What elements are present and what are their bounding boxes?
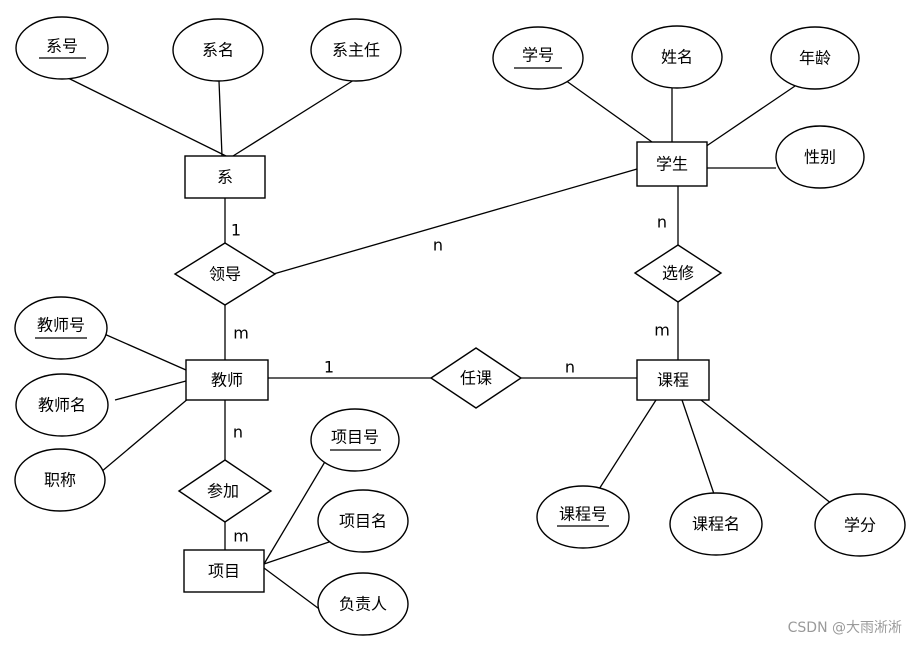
attribute-dept-name: 系名 xyxy=(172,18,264,82)
connection-lines xyxy=(67,77,838,615)
attribute-dept-name-label: 系名 xyxy=(202,41,234,60)
link-teacher-tch-title xyxy=(100,397,190,473)
attribute-stu-gender-label: 性别 xyxy=(804,148,836,167)
attribute-tch-name: 教师名 xyxy=(15,373,109,437)
cardinality-student-lead: n xyxy=(433,236,443,255)
entity-teacher-label: 教师 xyxy=(211,371,243,390)
cardinality-teacher-lead: m xyxy=(233,324,249,343)
attribute-course-name-label: 课程名 xyxy=(692,515,740,534)
attribute-course-credit: 学分 xyxy=(814,493,906,557)
cardinality-dept-lead: 1 xyxy=(231,221,241,240)
attribute-proj-owner: 负责人 xyxy=(317,572,409,636)
attribute-stu-age: 年龄 xyxy=(770,26,860,90)
attribute-proj-no-label: 项目号 xyxy=(331,428,379,447)
entity-student-label: 学生 xyxy=(656,155,688,174)
attribute-stu-gender: 性别 xyxy=(775,125,865,189)
link-dept-dept-head xyxy=(232,79,355,157)
link-teacher-tch-name xyxy=(114,380,187,401)
link-student-stu-no xyxy=(564,79,653,143)
relationship-lead: 领导 xyxy=(173,242,277,306)
attribute-stu-no-label: 学号 xyxy=(522,46,554,65)
attribute-dept-no: 系号 xyxy=(15,16,109,80)
relationship-select-label: 选修 xyxy=(662,264,694,283)
watermark: CSDN @大雨淅淅 xyxy=(788,620,902,636)
attribute-course-no-label: 课程号 xyxy=(559,505,607,524)
attribute-proj-owner-label: 负责人 xyxy=(339,595,387,614)
attribute-dept-head-label: 系主任 xyxy=(332,41,380,60)
attribute-dept-head: 系主任 xyxy=(310,18,402,82)
link-project-proj-owner xyxy=(263,567,327,615)
entity-course-label: 课程 xyxy=(657,371,689,390)
relationship-teach-label: 任课 xyxy=(460,369,492,388)
attribute-tch-no-label: 教师号 xyxy=(37,316,85,335)
entity-course: 课程 xyxy=(636,359,710,401)
attribute-stu-name: 姓名 xyxy=(631,25,723,89)
relationship-lead-label: 领导 xyxy=(209,265,241,284)
link-project-proj-name xyxy=(263,540,333,565)
link-course-course-name xyxy=(681,399,715,495)
link-dept-dept-no xyxy=(67,77,227,157)
attribute-course-credit-label: 学分 xyxy=(844,516,876,535)
cardinality-project-join: m xyxy=(233,527,249,546)
cardinality-labels: 1 n m n m 1 n n m xyxy=(231,213,670,546)
relationship-join: 参加 xyxy=(177,459,273,523)
link-teacher-tch-no xyxy=(101,332,187,371)
attribute-proj-name: 项目名 xyxy=(317,489,409,553)
entity-dept: 系 xyxy=(184,155,266,199)
link-dept-dept-name xyxy=(218,80,223,157)
cardinality-teacher-teach: 1 xyxy=(324,358,334,377)
link-student-stu-age xyxy=(704,83,799,148)
attribute-tch-name-label: 教师名 xyxy=(38,396,86,415)
attribute-course-no: 课程号 xyxy=(536,485,630,549)
attribute-stu-name-label: 姓名 xyxy=(661,48,693,67)
link-course-course-credit xyxy=(700,399,838,509)
entity-project: 项目 xyxy=(183,549,265,593)
attribute-proj-no: 项目号 xyxy=(310,408,400,472)
entity-dept-label: 系 xyxy=(217,168,233,187)
relationship-select: 选修 xyxy=(633,244,723,303)
attribute-stu-age-label: 年龄 xyxy=(799,49,831,68)
link-course-course-no xyxy=(593,399,657,498)
attribute-tch-title-label: 职称 xyxy=(44,471,76,490)
cardinality-course-select: m xyxy=(654,321,670,340)
cardinality-student-select: n xyxy=(657,213,667,232)
entity-teacher: 教师 xyxy=(185,359,269,401)
cardinality-teacher-join: n xyxy=(233,423,243,442)
cardinality-course-teach: n xyxy=(565,358,575,377)
entity-project-label: 项目 xyxy=(208,562,240,581)
entity-student: 学生 xyxy=(636,141,708,187)
relationship-teach: 任课 xyxy=(429,347,523,409)
attribute-proj-name-label: 项目名 xyxy=(339,512,387,531)
relationship-join-label: 参加 xyxy=(207,482,239,501)
attribute-dept-no-label: 系号 xyxy=(46,37,78,56)
attribute-stu-no: 学号 xyxy=(492,26,584,90)
attribute-tch-title: 职称 xyxy=(14,448,106,512)
link-lead-student xyxy=(269,168,638,276)
link-project-proj-no xyxy=(263,459,327,565)
attribute-tch-no: 教师号 xyxy=(14,296,108,360)
attribute-course-name: 课程名 xyxy=(669,492,763,556)
